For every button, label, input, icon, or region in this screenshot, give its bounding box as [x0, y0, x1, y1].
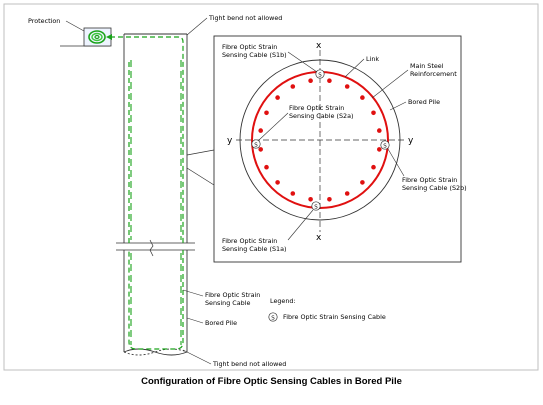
pile-elevation: [123, 33, 188, 356]
main-steel-bar: [344, 191, 350, 196]
main-steel-bar: [308, 78, 313, 83]
main-steel-label-2: Reinforcement: [410, 70, 457, 78]
main-steel-bar: [290, 84, 296, 89]
sensor-s2b: S: [380, 140, 390, 150]
svg-text:S: S: [383, 143, 387, 149]
s2a-label-2: Sensing Cable (S2a): [289, 112, 353, 120]
tight-bend-bottom-label: Tight bend not allowed: [212, 360, 286, 368]
s1a-leader: [287, 209, 314, 241]
elev-cable-label-2: Sensing Cable: [205, 299, 250, 307]
figure-caption: Configuration of Fibre Optic Sensing Cab…: [141, 376, 402, 387]
s2b-leader: [387, 148, 405, 177]
callout-line-bottom: [186, 167, 215, 186]
s2a-leader: [258, 112, 289, 141]
main-steel-bar: [258, 128, 264, 133]
cable-route-bottom: [128, 250, 184, 350]
tight-bend-bottom-leader: [182, 349, 212, 365]
link-label: Link: [366, 55, 379, 63]
main-steel-bar: [360, 180, 365, 185]
s1a-label-1: Fibre Optic Strain: [222, 237, 277, 245]
s2b-label-2: Sensing Cable (S2b): [402, 184, 467, 192]
legend-title: Legend:: [270, 297, 296, 305]
axis-y-left: y: [227, 136, 233, 146]
svg-text:S: S: [254, 142, 258, 148]
axis-y-right: y: [408, 136, 414, 146]
main-steel-bar: [371, 164, 376, 170]
main-steel-bar: [308, 197, 313, 202]
main-steel-bar: [371, 110, 376, 116]
s2a-label-1: Fibre Optic Strain: [289, 104, 344, 112]
callout-line-top: [186, 149, 215, 156]
elev-cable-label-1: Fibre Optic Strain: [205, 291, 260, 299]
elev-pile-label: Bored Pile: [205, 319, 237, 327]
sensor-s2a: S: [251, 139, 261, 149]
s2b-label-1: Fibre Optic Strain: [402, 176, 457, 184]
cable-arrow-icon: [106, 34, 112, 40]
s1b-leader: [287, 51, 318, 73]
outer-frame: [3, 3, 539, 371]
protection-label: Protection: [28, 17, 60, 25]
s1b-label-2: Sensing Cable (S1b): [222, 51, 287, 59]
legend-symbol: S: [268, 312, 278, 322]
bored-pile-section-label: Bored Pile: [408, 98, 440, 106]
main-steel-bar: [275, 180, 280, 185]
section-axes: [236, 50, 404, 232]
svg-text:S: S: [271, 315, 275, 321]
main-steel-label-1: Main Steel: [410, 62, 444, 70]
main-steel-bar: [360, 95, 365, 100]
sensor-s1a: S: [311, 201, 321, 211]
main-steel-bar: [290, 191, 296, 196]
axis-x-top: x: [316, 41, 322, 51]
s1a-label-2: Sensing Cable (S1a): [222, 245, 286, 253]
main-steel-bar: [344, 84, 350, 89]
main-steel-bar: [377, 128, 382, 133]
elev-cable-leader: [182, 289, 204, 297]
main-steel-bar: [377, 147, 382, 152]
main-steel-bar: [327, 197, 332, 202]
cable-route-top: [110, 36, 184, 244]
tight-bend-top-label: Tight bend not allowed: [208, 14, 282, 22]
main-steel-bar: [327, 78, 332, 83]
main-steel-leader: [371, 69, 409, 99]
main-steel-bar: [258, 147, 264, 152]
axis-x-bottom: x: [316, 233, 322, 243]
legend-text: Fibre Optic Strain Sensing Cable: [283, 313, 386, 321]
svg-text:S: S: [314, 204, 318, 210]
link-leader: [344, 58, 365, 78]
main-steel-bar: [275, 95, 280, 100]
tight-bend-top-leader: [186, 17, 208, 36]
s1b-label-1: Fibre Optic Strain: [222, 43, 277, 51]
main-steel-bar: [264, 164, 269, 170]
main-steel-dots: [258, 78, 382, 202]
main-steel-bar: [264, 110, 269, 116]
svg-text:S: S: [318, 72, 322, 78]
bored-pile-section-leader: [389, 101, 407, 111]
sensor-s1b: S: [315, 69, 325, 79]
rebar-cage-elevation: [130, 60, 182, 345]
protection-leader: [65, 20, 85, 32]
elev-pile-leader: [186, 317, 204, 324]
